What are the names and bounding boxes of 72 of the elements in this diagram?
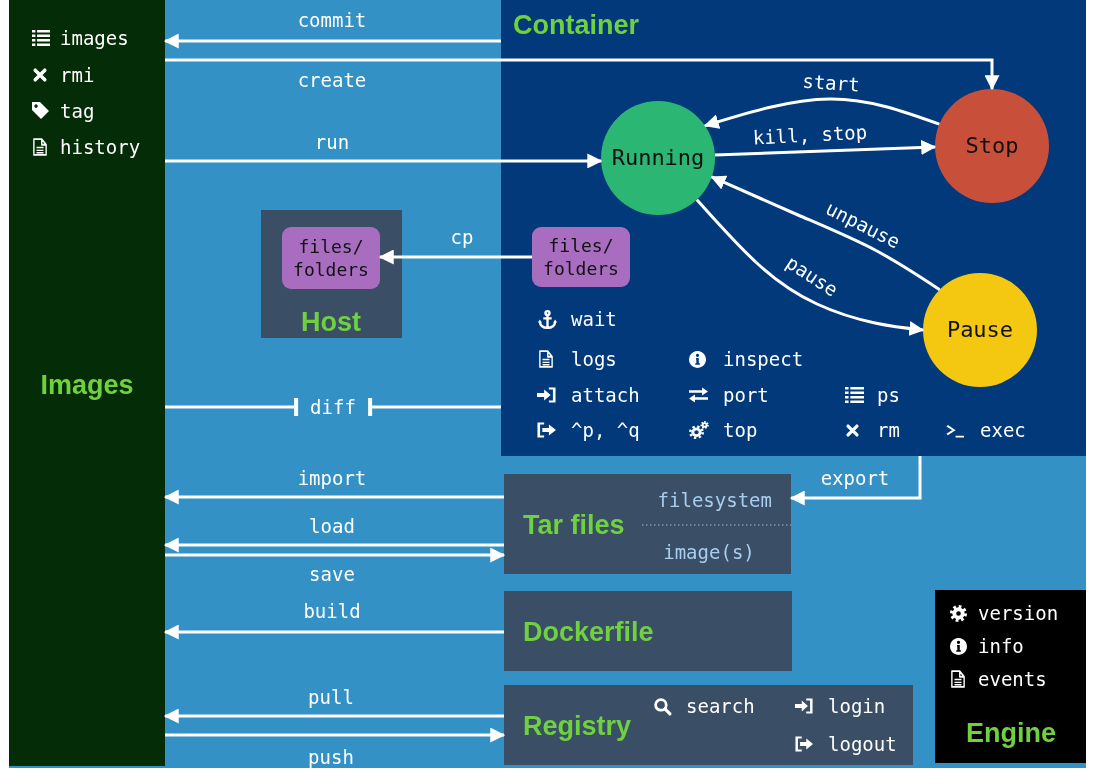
images-panel xyxy=(9,0,165,766)
command-label: exec xyxy=(980,418,1026,442)
command-label: logs xyxy=(571,347,617,371)
edge-label: save xyxy=(309,562,355,586)
panel-title: Dockerfile xyxy=(523,615,654,649)
state-label: Pause xyxy=(946,316,1014,344)
files-box xyxy=(282,227,380,289)
command-label: rmi xyxy=(60,63,95,87)
command-label: inspect xyxy=(723,347,804,371)
panel-title: Registry xyxy=(523,709,632,743)
command-label: port xyxy=(723,383,769,407)
edge-label: pull xyxy=(308,685,354,709)
edge-label: commit xyxy=(297,8,367,32)
panel-title: Images xyxy=(40,368,134,402)
command-label: events xyxy=(978,667,1047,691)
arrow xyxy=(695,198,925,336)
tar-files-panel xyxy=(504,474,791,574)
edge-label: load xyxy=(309,514,355,538)
arrow xyxy=(163,489,504,505)
command-label: images xyxy=(60,26,129,50)
command-label: rm xyxy=(877,418,900,442)
edge-label: import xyxy=(297,466,367,490)
registry-panel xyxy=(504,685,913,765)
panel-title: Engine xyxy=(966,716,1056,750)
command-label: info xyxy=(978,634,1024,658)
section-label: filesystem xyxy=(657,488,772,512)
arrow xyxy=(165,547,506,563)
arrow xyxy=(163,708,504,724)
arrow xyxy=(165,727,506,743)
edge-label: build xyxy=(303,599,361,623)
engine-panel xyxy=(935,590,1086,763)
command-label: version xyxy=(978,601,1059,625)
command-label: ^p, ^q xyxy=(571,418,640,442)
edge-label: create xyxy=(297,68,367,92)
edge-label: push xyxy=(308,745,354,769)
folder-label: files/ folders xyxy=(293,234,369,282)
command-label: top xyxy=(723,418,758,442)
arrow xyxy=(163,624,504,640)
arrow xyxy=(165,58,1000,91)
arrow xyxy=(714,140,937,157)
arrow xyxy=(789,456,922,506)
panel-title: Container xyxy=(513,8,639,42)
command-label: search xyxy=(686,694,755,718)
arrow xyxy=(703,97,940,129)
command-label: wait xyxy=(571,307,617,331)
edge-label: start xyxy=(801,69,861,97)
edge-label: diff xyxy=(294,398,372,416)
edge-label: run xyxy=(314,130,350,154)
command-label: logout xyxy=(828,732,897,756)
arrow xyxy=(165,153,603,169)
state-label: Stop xyxy=(965,132,1019,160)
arrow xyxy=(163,33,501,49)
files-box xyxy=(532,227,630,287)
command-label: tag xyxy=(60,99,95,123)
panel-title: Host xyxy=(301,305,361,339)
section-label: image(s) xyxy=(663,540,755,564)
dockerfile-panel xyxy=(504,591,792,671)
panel-title: Tar files xyxy=(523,508,625,542)
command-label: attach xyxy=(571,383,640,407)
state-label: Running xyxy=(611,144,705,172)
arrow xyxy=(378,249,532,265)
command-label: history xyxy=(60,135,141,159)
host-panel xyxy=(261,210,402,338)
edge-label: cp xyxy=(450,225,474,249)
arrow xyxy=(710,175,941,291)
folder-label: files/ folders xyxy=(543,233,619,281)
command-label: ps xyxy=(877,383,900,407)
container-panel xyxy=(501,0,1086,456)
edge-label: kill, stop xyxy=(752,120,868,150)
arrow xyxy=(163,537,504,553)
command-label: login xyxy=(828,694,886,718)
edge-label: export xyxy=(820,466,890,490)
